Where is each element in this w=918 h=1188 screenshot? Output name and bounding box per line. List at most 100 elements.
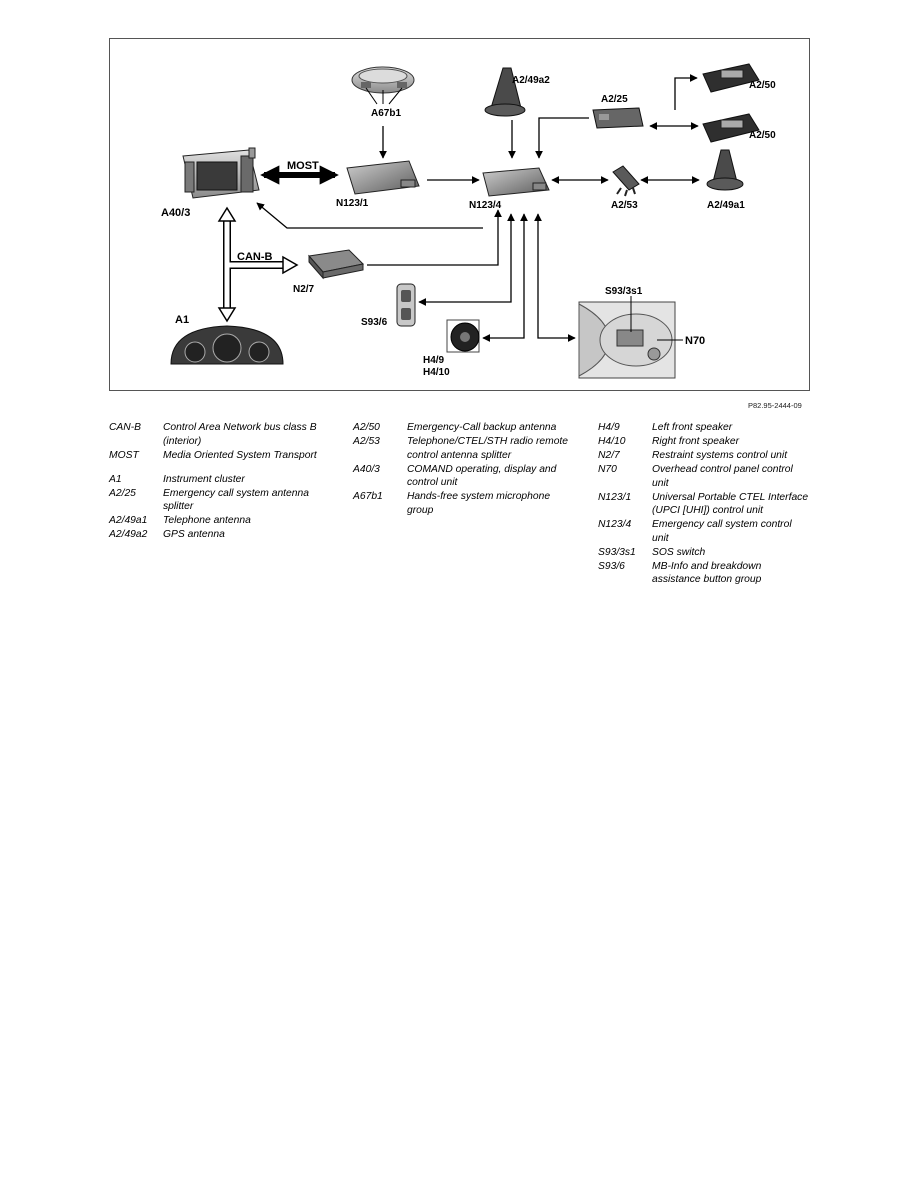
label-n123-4: N123/4 — [469, 200, 502, 211]
gps-antenna-illustration — [484, 67, 526, 117]
instrument-cluster-illustration — [170, 325, 284, 365]
legend-row: A40/3 COMAND operating, display and cont… — [353, 463, 573, 490]
legend-desc: Emergency call system antenna splitter — [163, 487, 309, 513]
legend-row: N123/4 Emergency call system control uni… — [598, 518, 810, 545]
label-a2-49a2: A2/49a2 — [512, 75, 550, 86]
label-a2-50-top: A2/50 — [749, 80, 776, 91]
label-a2-49a1: A2/49a1 — [707, 200, 745, 211]
a2-25-splitter-illustration — [592, 107, 644, 129]
legend-row: A2/49a1 Telephone antenna — [109, 514, 334, 528]
legend-row: H4/10 Right front speaker — [598, 435, 810, 449]
arrow-n123-4-n70 — [534, 213, 576, 342]
legend-desc: GPS antenna — [163, 529, 225, 540]
legend-code: N2/7 — [598, 450, 620, 461]
legend-code: A2/53 — [353, 436, 380, 447]
label-a2-50-bottom: A2/50 — [749, 130, 776, 141]
label-a67b1: A67b1 — [371, 108, 401, 119]
label-n2-7: N2/7 — [293, 284, 315, 295]
legend-desc: Instrument cluster — [163, 473, 245, 485]
legend-code: A1 — [109, 473, 122, 485]
legend-desc: Telephone/CTEL/STH radio remote control … — [407, 436, 569, 461]
overhead-panel-illustration — [578, 296, 683, 379]
legend-row: A67b1 Hands-free system microphone group — [353, 490, 573, 517]
legend-row: A2/53 Telephone/CTEL/STH radio remote co… — [353, 435, 573, 462]
legend-row: A2/50 Emergency-Call backup antenna — [353, 421, 573, 435]
arrowhead-a40-3-up — [217, 206, 237, 222]
legend-desc: Hands-free system microphone group — [407, 491, 551, 516]
legend-column-2: A2/50 Emergency-Call backup antenna A2/5… — [353, 421, 573, 518]
label-a1: A1 — [175, 314, 189, 326]
n123-1-module-illustration — [346, 160, 420, 195]
speaker-illustration — [446, 319, 480, 353]
legend-row: A2/49a2 GPS antenna — [109, 528, 334, 542]
legend-row: S93/6 MB-Info and breakdown assistance b… — [598, 560, 810, 587]
legend-code: A2/49a2 — [109, 529, 148, 540]
legend-desc: Telephone antenna — [163, 515, 251, 526]
a2-50-bottom-antenna-illustration — [702, 113, 760, 143]
label-h4-9: H4/9 — [423, 355, 445, 366]
legend-code: MOST — [109, 449, 139, 461]
legend-code: H4/10 — [598, 436, 626, 447]
legend-code: N123/4 — [598, 519, 632, 530]
arrowhead-n2-7 — [282, 255, 299, 275]
arrowhead-a1-down — [217, 307, 237, 323]
legend-desc: Universal Portable CTEL Interface (UPCI … — [652, 491, 809, 517]
label-a2-25: A2/25 — [601, 94, 628, 105]
arrow-n123-4-h4-9 — [482, 213, 528, 342]
legend-desc: Control Area Network bus class B (interi… — [163, 422, 317, 447]
legend-row: CAN-B Control Area Network bus class B (… — [109, 421, 334, 448]
figure-reference: P82.95-2444-09 — [748, 401, 802, 410]
label-can-b: CAN-B — [237, 251, 272, 263]
legend-row: N70 Overhead control panel control unit — [598, 463, 810, 490]
legend-desc: SOS switch — [652, 546, 706, 558]
legend-desc: Media Oriented System Transport — [163, 449, 317, 461]
wiring-diagram: A40/3 MOST A67b1 N123/1 A2/49a2 N123/4 A… — [109, 38, 810, 391]
label-s93-6: S93/6 — [361, 317, 388, 328]
legend-desc: Restraint systems control unit — [652, 450, 788, 461]
legend-desc: MB-Info and breakdown assistance button … — [652, 560, 762, 586]
a2-53-splitter-illustration — [612, 165, 640, 197]
label-s93-3s1: S93/3s1 — [605, 286, 643, 297]
legend-code: A2/25 — [109, 487, 136, 499]
legend-row: A2/25 Emergency call system antenna spli… — [109, 487, 334, 514]
legend-row: MOST Media Oriented System Transport — [109, 449, 334, 463]
label-n70: N70 — [685, 335, 705, 347]
arrow-a2-25-a2-50-top — [674, 74, 698, 110]
label-most: MOST — [287, 160, 319, 172]
legend-code: A67b1 — [353, 491, 383, 502]
s93-6-button-illustration — [396, 283, 416, 327]
legend-desc: Left front speaker — [652, 422, 733, 433]
label-h4-10: H4/10 — [423, 367, 450, 378]
legend-row: N2/7 Restraint systems control unit — [598, 449, 810, 463]
legend-desc: Overhead control panel control unit — [652, 464, 793, 489]
legend-code: A40/3 — [353, 463, 380, 475]
legend-code: N70 — [598, 464, 617, 475]
legend-code: A2/49a1 — [109, 515, 148, 526]
legend-row: N123/1 Universal Portable CTEL Interface… — [598, 491, 810, 518]
microphone-group-illustration — [351, 66, 415, 105]
legend-column-3: H4/9 Left front speaker H4/10 Right fron… — [598, 421, 810, 587]
legend-row: A1 Instrument cluster — [109, 473, 334, 487]
legend-desc: Right front speaker — [652, 436, 739, 447]
n2-7-module-illustration — [308, 249, 365, 280]
legend-desc: Emergency-Call backup antenna — [407, 422, 557, 433]
label-n123-1: N123/1 — [336, 198, 369, 209]
legend-code: CAN-B — [109, 422, 142, 433]
legend-row: S93/3s1 SOS switch — [598, 546, 810, 560]
telephone-antenna-illustration — [706, 149, 744, 191]
a2-50-top-antenna-illustration — [702, 63, 760, 93]
legend-desc: Emergency call system control unit — [652, 519, 792, 544]
legend-code: A2/50 — [353, 422, 380, 433]
label-a2-53: A2/53 — [611, 200, 638, 211]
arrow-a2-25-n123-4 — [535, 117, 589, 159]
legend-row: H4/9 Left front speaker — [598, 421, 810, 435]
comand-unit-illustration — [182, 147, 260, 199]
legend-column-1: CAN-B Control Area Network bus class B (… — [109, 421, 334, 542]
arrow-n123-4-a40-3 — [256, 202, 483, 229]
legend-code: S93/6 — [598, 560, 625, 572]
legend-code: S93/3s1 — [598, 546, 636, 558]
label-a40-3: A40/3 — [161, 207, 190, 219]
n123-4-module-illustration — [482, 167, 550, 197]
legend-code: H4/9 — [598, 422, 620, 433]
legend-desc: COMAND operating, display and control un… — [407, 463, 557, 489]
